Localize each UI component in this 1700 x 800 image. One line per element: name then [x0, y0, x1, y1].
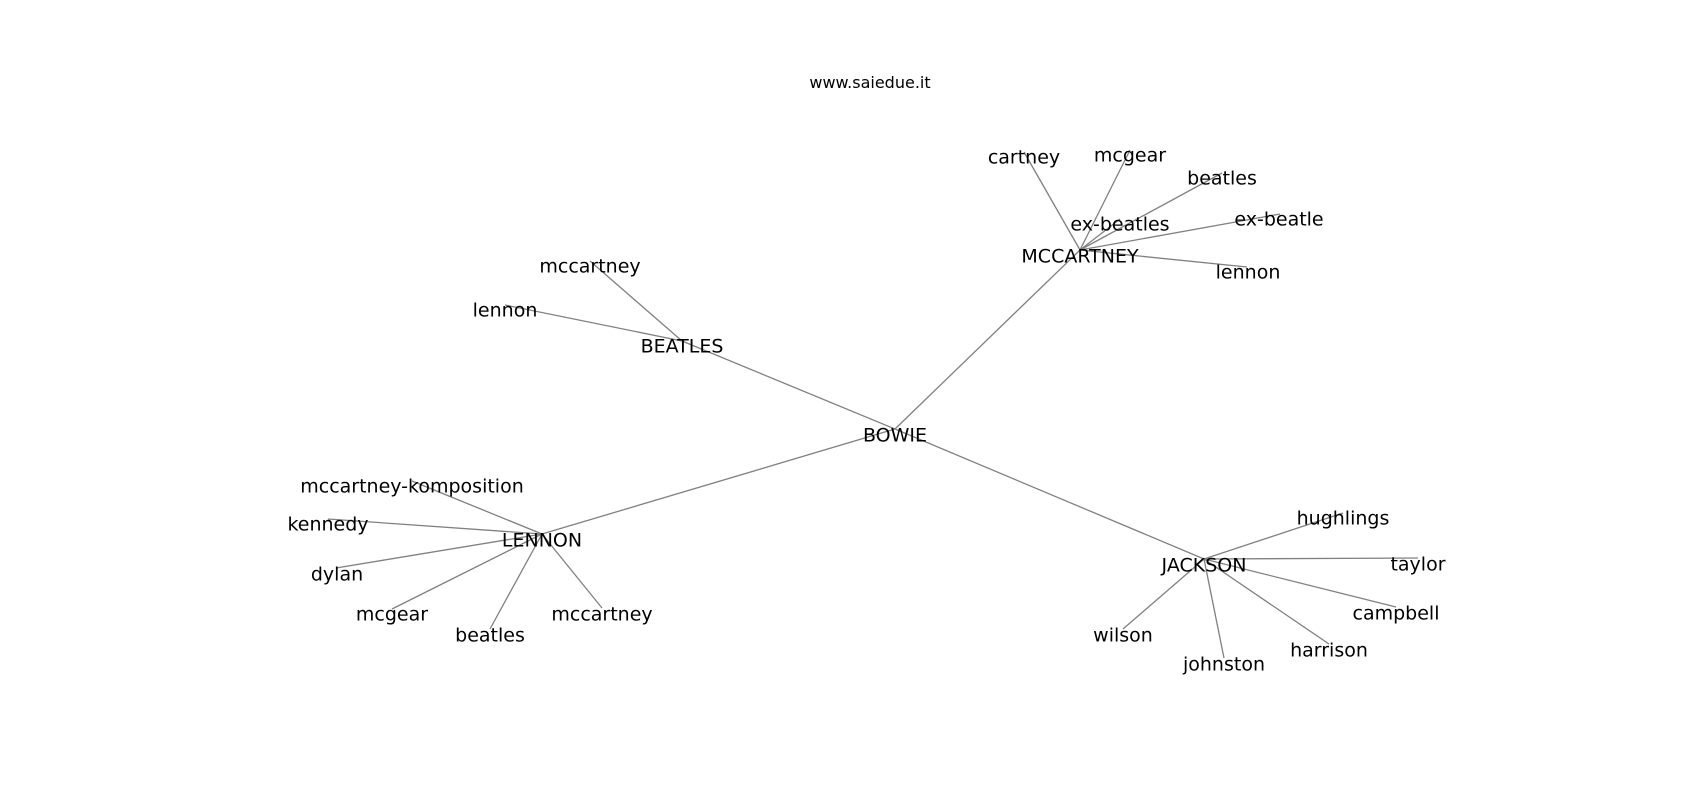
leaf-jackson-harrison: harrison	[1290, 640, 1368, 662]
edge-mccartney-lennon	[1079, 249, 1248, 268]
edge-lennon-mcgear	[391, 533, 543, 610]
edge-bowie-mccartney	[894, 249, 1081, 430]
edge-lennon-kennedy	[327, 518, 543, 535]
leaf-jackson-wilson: wilson	[1093, 625, 1153, 647]
edge-mccartney-beatles	[1079, 172, 1223, 251]
leaf-lennon-mccartney-komposition: mccartney-komposition	[300, 476, 524, 498]
edge-lennon-mccartney-komposition	[411, 480, 543, 535]
edge-lennon-mccartney	[541, 533, 603, 609]
edge-lennon-dylan	[335, 533, 543, 569]
leaf-mccartney-beatles: beatles	[1187, 168, 1257, 190]
node-lennon: LENNON	[502, 530, 582, 552]
edge-bowie-beatles	[681, 340, 896, 430]
node-mccartney: MCCARTNEY	[1021, 246, 1139, 268]
leaf-mccartney-ex-beatles: ex-beatles	[1070, 214, 1169, 236]
leaf-mccartney-lennon: lennon	[1216, 262, 1281, 284]
watermark-text: www.saiedue.it	[809, 73, 930, 92]
leaf-lennon-dylan: dylan	[311, 564, 363, 586]
leaf-lennon-beatles: beatles	[455, 625, 525, 647]
edge-jackson-harrison	[1203, 558, 1330, 645]
edge-layer	[327, 149, 1419, 659]
edge-mccartney-ex-beatles	[1079, 218, 1121, 251]
leaf-jackson-hughlings: hughlings	[1297, 508, 1390, 530]
leaf-mccartney-cartney: cartney	[988, 147, 1060, 169]
edge-mccartney-cartney	[1023, 151, 1081, 251]
edge-bowie-lennon	[541, 428, 896, 535]
leaf-mccartney-mcgear: mcgear	[1094, 145, 1166, 167]
node-jackson: JACKSON	[1161, 555, 1247, 577]
edge-bowie-jackson	[894, 428, 1205, 560]
node-bowie: BOWIE	[863, 425, 927, 447]
edge-jackson-hughlings	[1203, 512, 1344, 560]
leaf-lennon-kennedy: kennedy	[287, 514, 368, 536]
edge-beatles-mccartney	[589, 260, 683, 342]
edge-mccartney-mcgear	[1079, 149, 1131, 251]
edge-jackson-johnston	[1203, 558, 1225, 659]
edge-lennon-beatles	[489, 533, 543, 630]
leaf-lennon-mccartney: mccartney	[551, 604, 652, 626]
label-layer: MCCARTNEY cartney mcgear beatles ex-beatles e…	[287, 145, 1445, 676]
edge-jackson-wilson	[1122, 558, 1205, 630]
edge-mccartney-ex-beatle	[1079, 213, 1281, 251]
leaf-lennon-mcgear: mcgear	[356, 604, 428, 626]
leaf-jackson-campbell: campbell	[1353, 603, 1440, 625]
leaf-jackson-johnston: johnston	[1182, 654, 1265, 676]
edge-jackson-taylor	[1203, 557, 1419, 560]
edge-jackson-campbell	[1203, 558, 1397, 608]
edge-beatles-lennon	[504, 304, 683, 342]
leaf-mccartney-ex-beatle: ex-beatle	[1234, 209, 1323, 231]
leaf-jackson-taylor: taylor	[1390, 554, 1445, 576]
leaf-beatles-lennon: lennon	[473, 300, 538, 322]
node-beatles: BEATLES	[641, 336, 724, 358]
leaf-beatles-mccartney: mccartney	[539, 256, 640, 278]
